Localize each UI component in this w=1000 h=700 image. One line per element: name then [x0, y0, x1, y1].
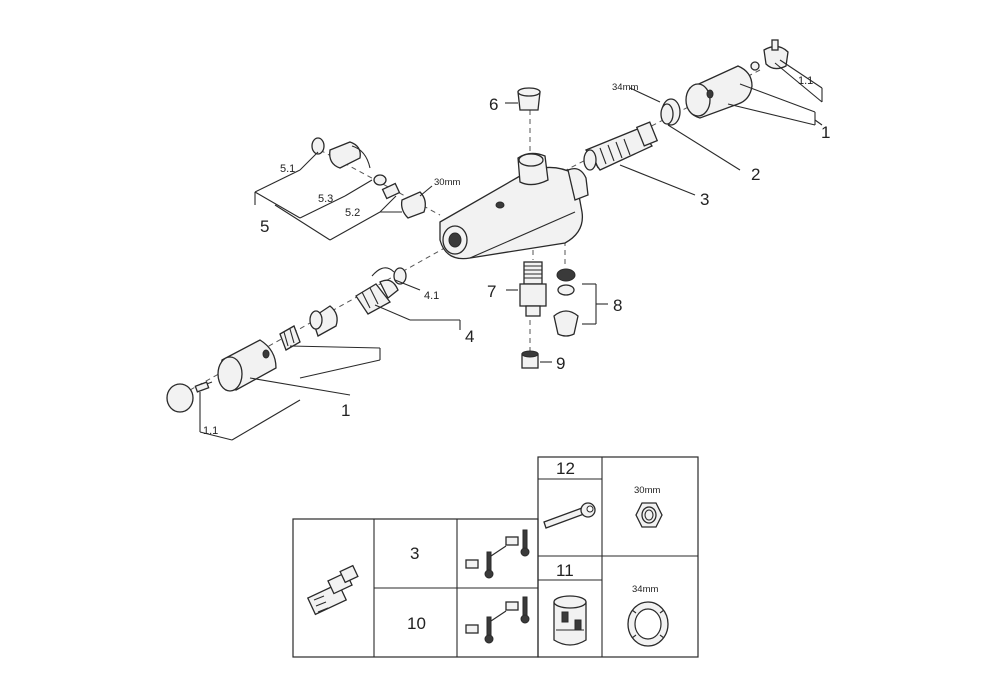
callout-30mm-top: 30mm — [434, 177, 460, 188]
callout-4-1: 4.1 — [424, 290, 439, 302]
wrench-icon — [543, 502, 596, 529]
part-6-cap — [505, 87, 541, 111]
part-7-cartridge — [506, 261, 547, 317]
cartridge-tool-icon — [553, 595, 587, 646]
ring-34mm-icon — [627, 601, 669, 647]
part-5-group — [254, 137, 433, 241]
temperature-icon-row-a — [465, 529, 530, 579]
part-4-group — [355, 267, 461, 330]
callout-7: 7 — [487, 282, 496, 301]
ring-34mm-label: 34mm — [632, 584, 658, 595]
callout-9: 9 — [556, 354, 565, 373]
callout-5-3: 5.3 — [318, 193, 333, 205]
tool-table: 12 30mm 11 34mm — [537, 456, 699, 658]
part-3-cartridge-top — [583, 121, 696, 196]
callout-4: 4 — [465, 327, 474, 346]
table-row-10: 10 — [407, 614, 426, 633]
part-2-ring — [629, 87, 741, 171]
callout-1-1-bottom: 1.1 — [203, 425, 218, 437]
spare-parts-table: 3 10 — [292, 518, 539, 658]
part-1-1-top-cap — [750, 39, 823, 103]
tool-12-label: 12 — [556, 459, 575, 478]
callout-5: 5 — [260, 217, 269, 236]
table-row-3: 3 — [410, 544, 419, 563]
callout-34mm-top: 34mm — [612, 82, 638, 93]
part-1-bottom-handle — [217, 305, 381, 396]
callout-8: 8 — [613, 296, 622, 315]
mixer-body — [439, 152, 589, 260]
tool-11-label: 11 — [556, 561, 574, 580]
callout-3: 3 — [700, 190, 709, 209]
part-1-1-bottom-cap — [166, 381, 301, 441]
nut-30mm-icon — [635, 502, 663, 528]
callout-5-2: 5.2 — [345, 207, 360, 219]
part-9-screw — [521, 350, 552, 369]
part-8-stop — [553, 268, 608, 337]
nut-30mm-label: 30mm — [634, 485, 660, 496]
callout-1-1-top: 1.1 — [798, 75, 813, 87]
callout-6: 6 — [489, 95, 498, 114]
callout-2: 2 — [751, 165, 760, 184]
callout-5-1: 5.1 — [280, 163, 295, 175]
callout-1-bottom: 1 — [341, 401, 350, 420]
temperature-icon-row-b — [465, 596, 530, 644]
callout-1-top: 1 — [821, 123, 830, 142]
cartridge-illustration — [306, 564, 359, 616]
part-1-top-handle — [685, 65, 823, 126]
